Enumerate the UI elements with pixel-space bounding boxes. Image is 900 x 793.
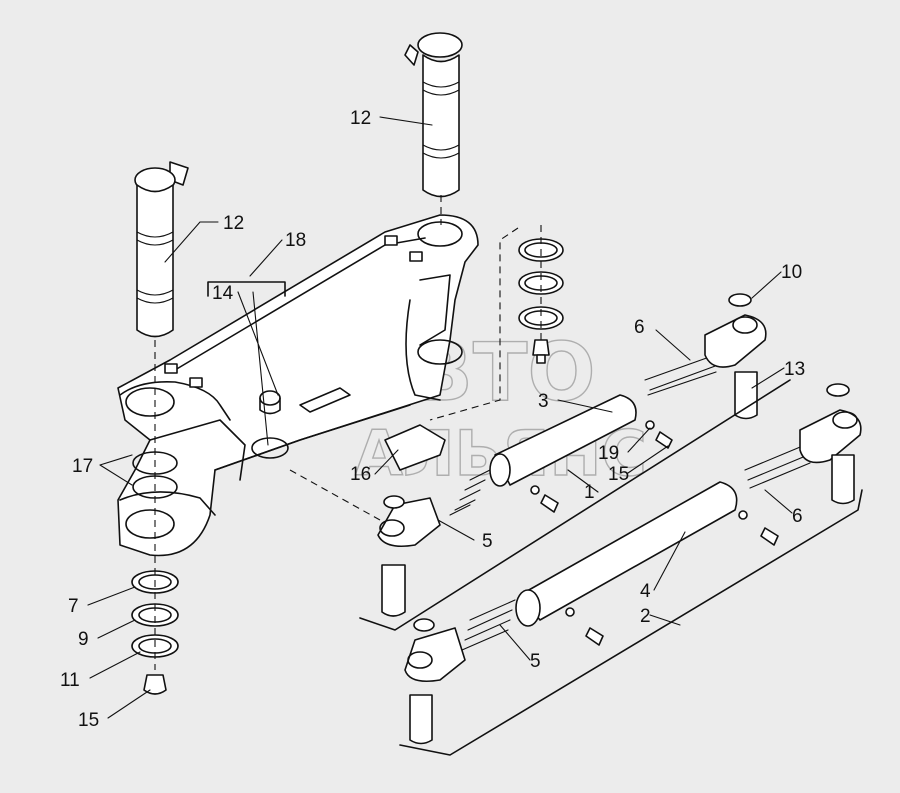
callout-9: 9 bbox=[78, 629, 89, 650]
callout-17: 17 bbox=[72, 456, 93, 477]
callout-19: 19 bbox=[598, 443, 619, 464]
callout-5-lower: 5 bbox=[530, 651, 541, 672]
callout-1: 1 bbox=[584, 482, 595, 503]
callout-11: 11 bbox=[60, 670, 80, 691]
callout-labels: 12 12 18 14 17 7 9 11 15 16 3 19 15 1 6 … bbox=[60, 108, 805, 731]
axle-beam-18 bbox=[117, 214, 479, 557]
callout-18: 18 bbox=[285, 230, 306, 251]
callout-16: 16 bbox=[350, 464, 371, 485]
callout-10: 10 bbox=[781, 262, 802, 283]
center-lines bbox=[154, 195, 542, 670]
callout-6-upper: 6 bbox=[634, 317, 645, 338]
leader-lines bbox=[87, 116, 793, 719]
washer-stack-right bbox=[518, 238, 564, 364]
callout-5-upper: 5 bbox=[482, 531, 493, 552]
callout-6-lower: 6 bbox=[792, 506, 803, 527]
callout-2: 2 bbox=[640, 606, 651, 627]
king-pin-12-right bbox=[404, 32, 463, 198]
callout-14: 14 bbox=[212, 283, 234, 304]
callout-4: 4 bbox=[640, 581, 651, 602]
callout-7: 7 bbox=[68, 596, 79, 617]
callout-15-left: 15 bbox=[78, 710, 99, 731]
upper-tie-rod bbox=[377, 293, 767, 617]
callout-12-right: 12 bbox=[350, 108, 371, 129]
king-pin-12-left bbox=[134, 161, 189, 338]
lower-tie-rod bbox=[404, 383, 862, 745]
callout-15-right: 15 bbox=[608, 464, 629, 485]
callout-12-left: 12 bbox=[223, 213, 244, 234]
callout-13: 13 bbox=[784, 359, 805, 380]
callout-3: 3 bbox=[538, 391, 549, 412]
group-brackets bbox=[207, 281, 863, 756]
